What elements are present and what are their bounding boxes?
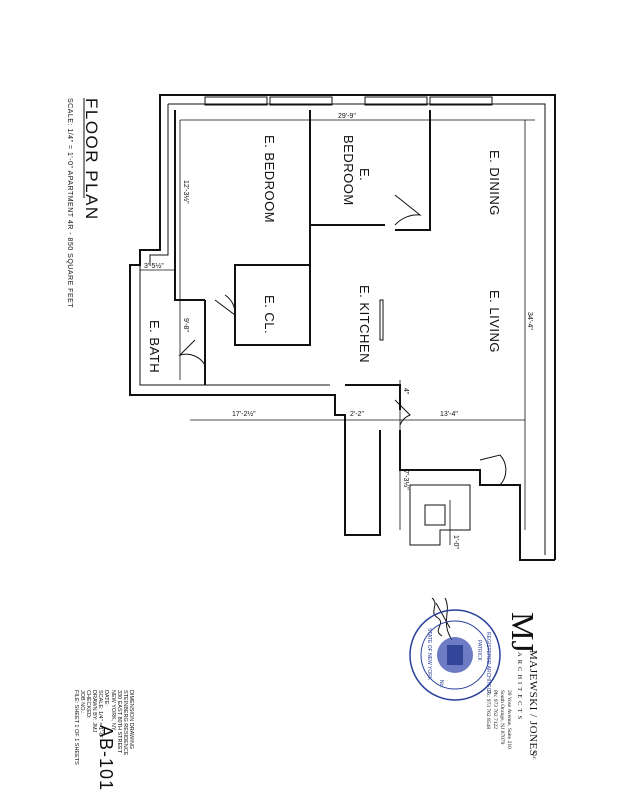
corridor-wall	[345, 384, 401, 410]
inner-wall-top-right	[168, 103, 546, 555]
door-swings	[178, 194, 507, 486]
project-line-10: FILE: SHEET 1 OF 1 SHEETS	[73, 690, 79, 765]
project-line-9: JOB NO.:	[79, 690, 85, 714]
door-bath	[178, 339, 206, 366]
door-entry	[479, 454, 507, 486]
seal-text-no: No.	[438, 680, 444, 688]
signature-stroke	[431, 597, 453, 641]
architect-seal: REGISTERED ARCHITECT PATRICK STATE OF NE…	[409, 609, 501, 701]
dimension-labels: 29'-9" 34'-4" 12'-3½" 3'-5½" 9'-8" 17'-2…	[144, 113, 533, 549]
firm-title-block: MJ MAJEWSKI / JONES LLC ARCHITECTS 20 Vo…	[485, 612, 541, 760]
room-labels: E. DINING E. LIVING E. BEDROOM E. BEDROO…	[147, 135, 502, 373]
dim-small-offset: 1'-0"	[452, 535, 459, 549]
project-line-4: NEW YORK, NY	[110, 690, 116, 731]
seal-text-state: STATE OF NEW YORK	[426, 628, 432, 681]
firm-logo: MJ	[505, 612, 541, 653]
outer-wall-left	[129, 100, 381, 536]
door-closet	[214, 294, 236, 316]
room-dining: E. DINING	[487, 150, 502, 216]
dim-mid-run: 2'-2"	[350, 411, 364, 418]
inner-wall-left-upper	[149, 104, 169, 265]
small-bedroom-right	[395, 110, 431, 231]
dim-bath-width: 3'-5½"	[144, 262, 164, 270]
dimension-lines	[140, 119, 535, 545]
seal-text-outer: REGISTERED ARCHITECT	[485, 632, 491, 694]
door-corridor	[394, 399, 411, 426]
inner-wall-bath	[139, 265, 330, 386]
door-bedroom-small	[394, 194, 422, 226]
sheet-number: AB-101	[96, 725, 116, 791]
entry-closet	[409, 484, 471, 546]
room-kitchen: E. KITCHEN	[357, 285, 372, 363]
dim-left-run: 17'-2½"	[232, 410, 256, 418]
room-living: E. LIVING	[487, 290, 502, 353]
dim-right-length: 34'-4"	[526, 312, 533, 330]
firm-phone: Ph: 973 762 7122	[492, 690, 498, 729]
room-bedroom-small-1: E.	[357, 168, 372, 181]
project-line-8: CHECKED:	[85, 690, 91, 719]
bedroom-left-wall	[174, 110, 205, 301]
seal-inner-ring	[420, 620, 490, 690]
project-info-block: DIMENSION DRAWING STEINBERG RESIDENCE 33…	[73, 690, 134, 791]
seal-emblem-center	[447, 645, 463, 665]
project-line-3: 330 EAST 80TH STREET	[116, 690, 122, 754]
plan-walls	[129, 94, 556, 561]
dim-stair-depth: 7'-3½"	[402, 470, 410, 490]
firm-suffix: LLC	[532, 752, 537, 760]
seal-text-name: PATRICK	[476, 640, 482, 662]
entry-walls	[399, 430, 555, 561]
windows-top	[204, 96, 493, 106]
project-line-6: SCALE: 1/4" = 1'-0"	[97, 690, 103, 738]
dim-short-4: 4"	[402, 388, 409, 395]
room-bedroom-large: E. BEDROOM	[262, 135, 277, 223]
firm-name: MAJEWSKI / JONES	[527, 650, 539, 756]
firm-fax: Fx: 973 762 8548	[485, 690, 491, 729]
firm-address-1: 20 Vose Avenue, Suite 210	[506, 690, 512, 749]
dim-right-run: 13'-4"	[440, 411, 458, 418]
entry-shaft	[424, 504, 446, 526]
dim-top-width: 29'-9"	[338, 113, 356, 120]
project-line-1: DIMENSION DRAWING	[128, 690, 134, 749]
project-line-7: DRAWN BY: JMJ	[91, 690, 97, 733]
room-bath: E. BATH	[147, 320, 162, 373]
project-line-2: STEINBERG RESIDENCE	[122, 690, 128, 756]
seal-outer-ring	[409, 609, 501, 701]
architect-signature	[431, 597, 453, 641]
kitchen-counter	[379, 299, 384, 341]
room-bedroom-small-2: BEDROOM	[341, 135, 356, 206]
firm-address-2: South Orange, NJ 07079	[499, 690, 505, 745]
room-closet: E. CL.	[262, 295, 277, 334]
plan-title: FLOOR PLAN	[82, 98, 101, 221]
outer-wall-top-right	[159, 94, 556, 560]
project-line-5: DATE:	[103, 690, 109, 706]
firm-tagline: ARCHITECTS	[516, 652, 523, 722]
dim-bedroom-depth: 12'-3½"	[182, 180, 190, 204]
plan-title-block: FLOOR PLAN SCALE: 1/4" = 1'-0" APARTMENT…	[66, 98, 101, 308]
plan-scale-line: SCALE: 1/4" = 1'-0" APARTMENT 4R - 850 S…	[66, 98, 73, 308]
dim-bath-depth: 9'-8"	[182, 318, 189, 332]
